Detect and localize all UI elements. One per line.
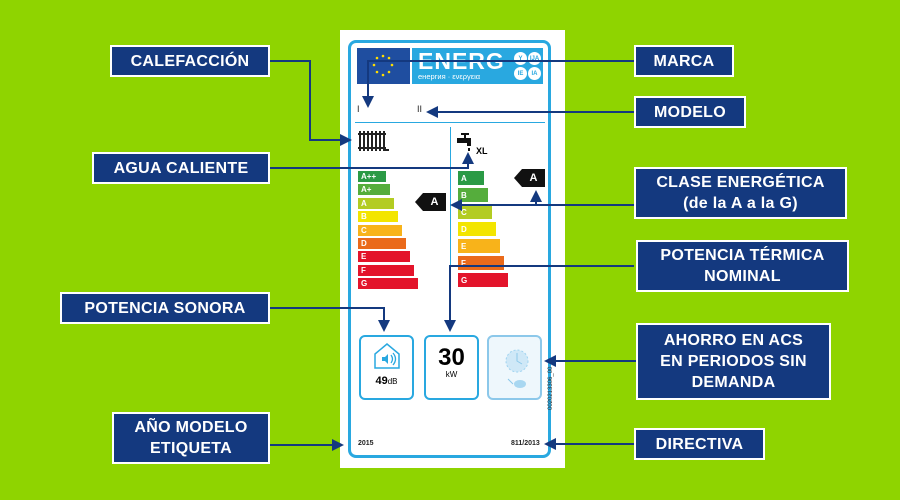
radiator-icon bbox=[358, 131, 389, 151]
energy-class-bar: G bbox=[358, 278, 418, 290]
callout-line: DEMANDA bbox=[691, 374, 776, 391]
lang-circle: IE bbox=[514, 67, 527, 80]
tap-icon bbox=[457, 133, 471, 151]
energy-class-bar: A+ bbox=[358, 184, 390, 196]
energy-class-bar: D bbox=[458, 222, 496, 236]
regulation-number: 811/2013 bbox=[511, 440, 540, 447]
callout-potencia-sonora: POTENCIA SONORA bbox=[60, 292, 270, 324]
power-unit: kW bbox=[445, 370, 458, 379]
callout-line: ETIQUETA bbox=[149, 440, 233, 457]
energy-label-frame bbox=[348, 40, 551, 458]
off-peak-box bbox=[487, 335, 542, 400]
callout-line: NOMINAL bbox=[704, 268, 781, 285]
energy-class-bar: B bbox=[358, 211, 398, 223]
energy-class-bar: C bbox=[358, 224, 402, 236]
label-year: 2015 bbox=[358, 440, 374, 447]
energy-class-bar: G bbox=[458, 273, 508, 287]
clock-tank-icon bbox=[505, 349, 528, 388]
callout-line: CLASE ENERGÉTICA bbox=[656, 174, 825, 191]
energ-subtext: енергия · ενεργεια bbox=[418, 72, 481, 81]
lang-circle: IA bbox=[528, 67, 541, 80]
heating-rating-badge: A bbox=[415, 193, 446, 211]
callout-line: EN PERIODOS SIN bbox=[660, 353, 807, 370]
energy-class-bar: D bbox=[358, 238, 406, 249]
marca-connector bbox=[362, 60, 634, 108]
energy-class-bar: E bbox=[458, 239, 500, 253]
callout-ahorro-acs: AHORRO EN ACS EN PERIODOS SIN DEMANDA bbox=[636, 323, 831, 400]
potencia-termica-connector bbox=[444, 265, 634, 332]
callout-potencia-termica: POTENCIA TÉRMICA NOMINAL bbox=[636, 240, 849, 292]
energy-class-bar: A bbox=[458, 171, 484, 185]
callout-line: (de la A a la G) bbox=[683, 195, 798, 212]
energy-class-bar: A bbox=[358, 197, 394, 209]
callout-calefaccion: CALEFACCIÓN bbox=[110, 45, 270, 77]
sound-house-icon bbox=[373, 343, 400, 369]
energy-class-bar: E bbox=[358, 251, 410, 263]
agua-connector bbox=[270, 152, 474, 169]
callout-line: POTENCIA TÉRMICA bbox=[660, 247, 825, 264]
energy-class-bar: F bbox=[358, 264, 414, 276]
rated-power-box: 30 kW bbox=[424, 335, 479, 400]
sound-unit: dB bbox=[387, 377, 398, 386]
sonora-connector bbox=[270, 307, 390, 332]
water-load-profile: XL bbox=[476, 146, 488, 156]
model-identifier: II bbox=[417, 104, 423, 114]
power-value: 30 bbox=[438, 344, 465, 371]
energy-class-bar: A++ bbox=[358, 171, 386, 182]
sound-power-box: 49dB bbox=[359, 335, 414, 400]
water-rating-badge: A bbox=[514, 169, 545, 187]
callout-modelo: MODELO bbox=[634, 96, 746, 128]
callout-line: AHORRO EN ACS bbox=[663, 332, 804, 349]
eu-stars bbox=[372, 54, 394, 77]
callout-agua-caliente: AGUA CALIENTE bbox=[92, 152, 270, 184]
callout-line: AÑO MODELO bbox=[134, 419, 248, 436]
callout-anio-etiqueta: AÑO MODELO ETIQUETA bbox=[112, 412, 270, 464]
divider bbox=[450, 127, 451, 297]
eu-flag-icon bbox=[357, 48, 410, 84]
energy-class-bar: C bbox=[458, 205, 492, 219]
callout-directiva: DIRECTIVA bbox=[634, 428, 765, 460]
sound-value: 49 bbox=[375, 375, 388, 387]
energy-class-bar: B bbox=[458, 188, 488, 202]
callout-clase-energetica: CLASE ENERGÉTICA (de la A a la G) bbox=[634, 167, 847, 219]
calefaccion-connector bbox=[270, 60, 352, 146]
supplier-name: I bbox=[357, 104, 360, 114]
callout-marca: MARCA bbox=[634, 45, 734, 77]
divider bbox=[355, 122, 545, 123]
